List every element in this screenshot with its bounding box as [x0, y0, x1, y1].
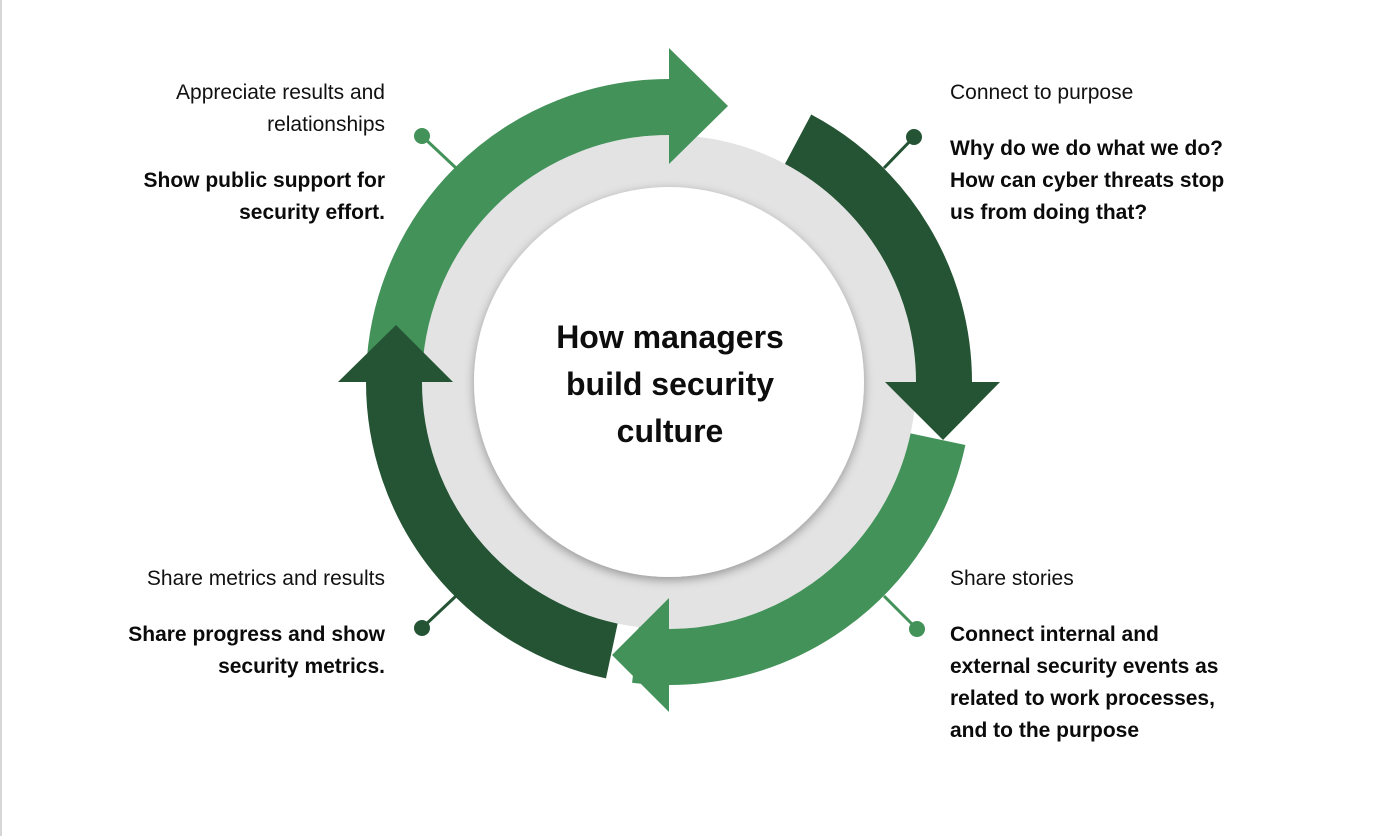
step-desc-line: and to the purpose: [950, 719, 1139, 742]
step-share-stories-description: Connect internal and external security e…: [950, 619, 1250, 747]
step-desc-line: security metrics.: [218, 655, 385, 678]
step-appreciate-results-description: Show public support for security effort.: [90, 165, 385, 229]
step-connect-to-purpose: Connect to purpose Why do we do what we …: [950, 77, 1250, 229]
step-share-metrics-title: Share metrics and results: [90, 563, 385, 595]
step-title-line: relationships: [267, 113, 385, 136]
step-desc-line: Why do we do what we do?: [950, 137, 1223, 160]
diagram-title-line-2: build security: [565, 366, 775, 402]
arc-top-left: [366, 79, 670, 383]
step-appreciate-results-title: Appreciate results and relationships: [90, 77, 385, 141]
step-connect-to-purpose-description: Why do we do what we do? How can cyber t…: [950, 133, 1250, 229]
step-title-line: Connect to purpose: [950, 81, 1134, 104]
arrowhead-top: [669, 48, 728, 164]
page-left-border: [0, 0, 2, 836]
diagram-title: How managers build security culture: [520, 314, 820, 455]
step-desc-line: Show public support for: [143, 169, 385, 192]
step-share-stories-title: Share stories: [950, 563, 1250, 595]
step-desc-line: Share progress and show: [128, 623, 385, 646]
step-desc-line: How can cyber threats stop: [950, 169, 1225, 192]
step-title-line: Appreciate results and: [176, 81, 385, 104]
step-title-line: Share stories: [950, 567, 1074, 590]
step-share-stories: Share stories Connect internal and exter…: [950, 563, 1250, 747]
arc-bottom-right: [632, 433, 966, 685]
leader-bottom-left: [414, 594, 458, 636]
step-desc-line: security effort.: [239, 201, 385, 224]
step-desc-line: us from doing that?: [950, 201, 1148, 224]
diagram-title-line-3: culture: [616, 413, 724, 449]
step-appreciate-results: Appreciate results and relationships Sho…: [90, 77, 385, 229]
arc-bottom-left: [366, 381, 618, 679]
arrowhead-right: [885, 382, 1000, 440]
diagram-title-line-1: How managers: [556, 319, 784, 355]
arrowhead-left: [338, 325, 453, 382]
leader-top-left: [414, 128, 458, 170]
center-disc: [474, 187, 864, 577]
step-share-metrics-description: Share progress and show security metrics…: [90, 619, 385, 683]
step-desc-line: Connect internal and: [950, 623, 1159, 646]
step-title-line: Share metrics and results: [146, 567, 385, 590]
step-connect-to-purpose-title: Connect to purpose: [950, 77, 1250, 109]
step-desc-line: related to work processes,: [950, 687, 1215, 710]
arrowhead-bottom: [612, 598, 669, 712]
step-desc-line: external security events as: [950, 655, 1219, 678]
leader-top-right: [882, 129, 922, 170]
arc-top-right: [784, 114, 972, 383]
step-share-metrics: Share metrics and results Share progress…: [90, 563, 385, 683]
leader-bottom-right: [882, 594, 925, 637]
